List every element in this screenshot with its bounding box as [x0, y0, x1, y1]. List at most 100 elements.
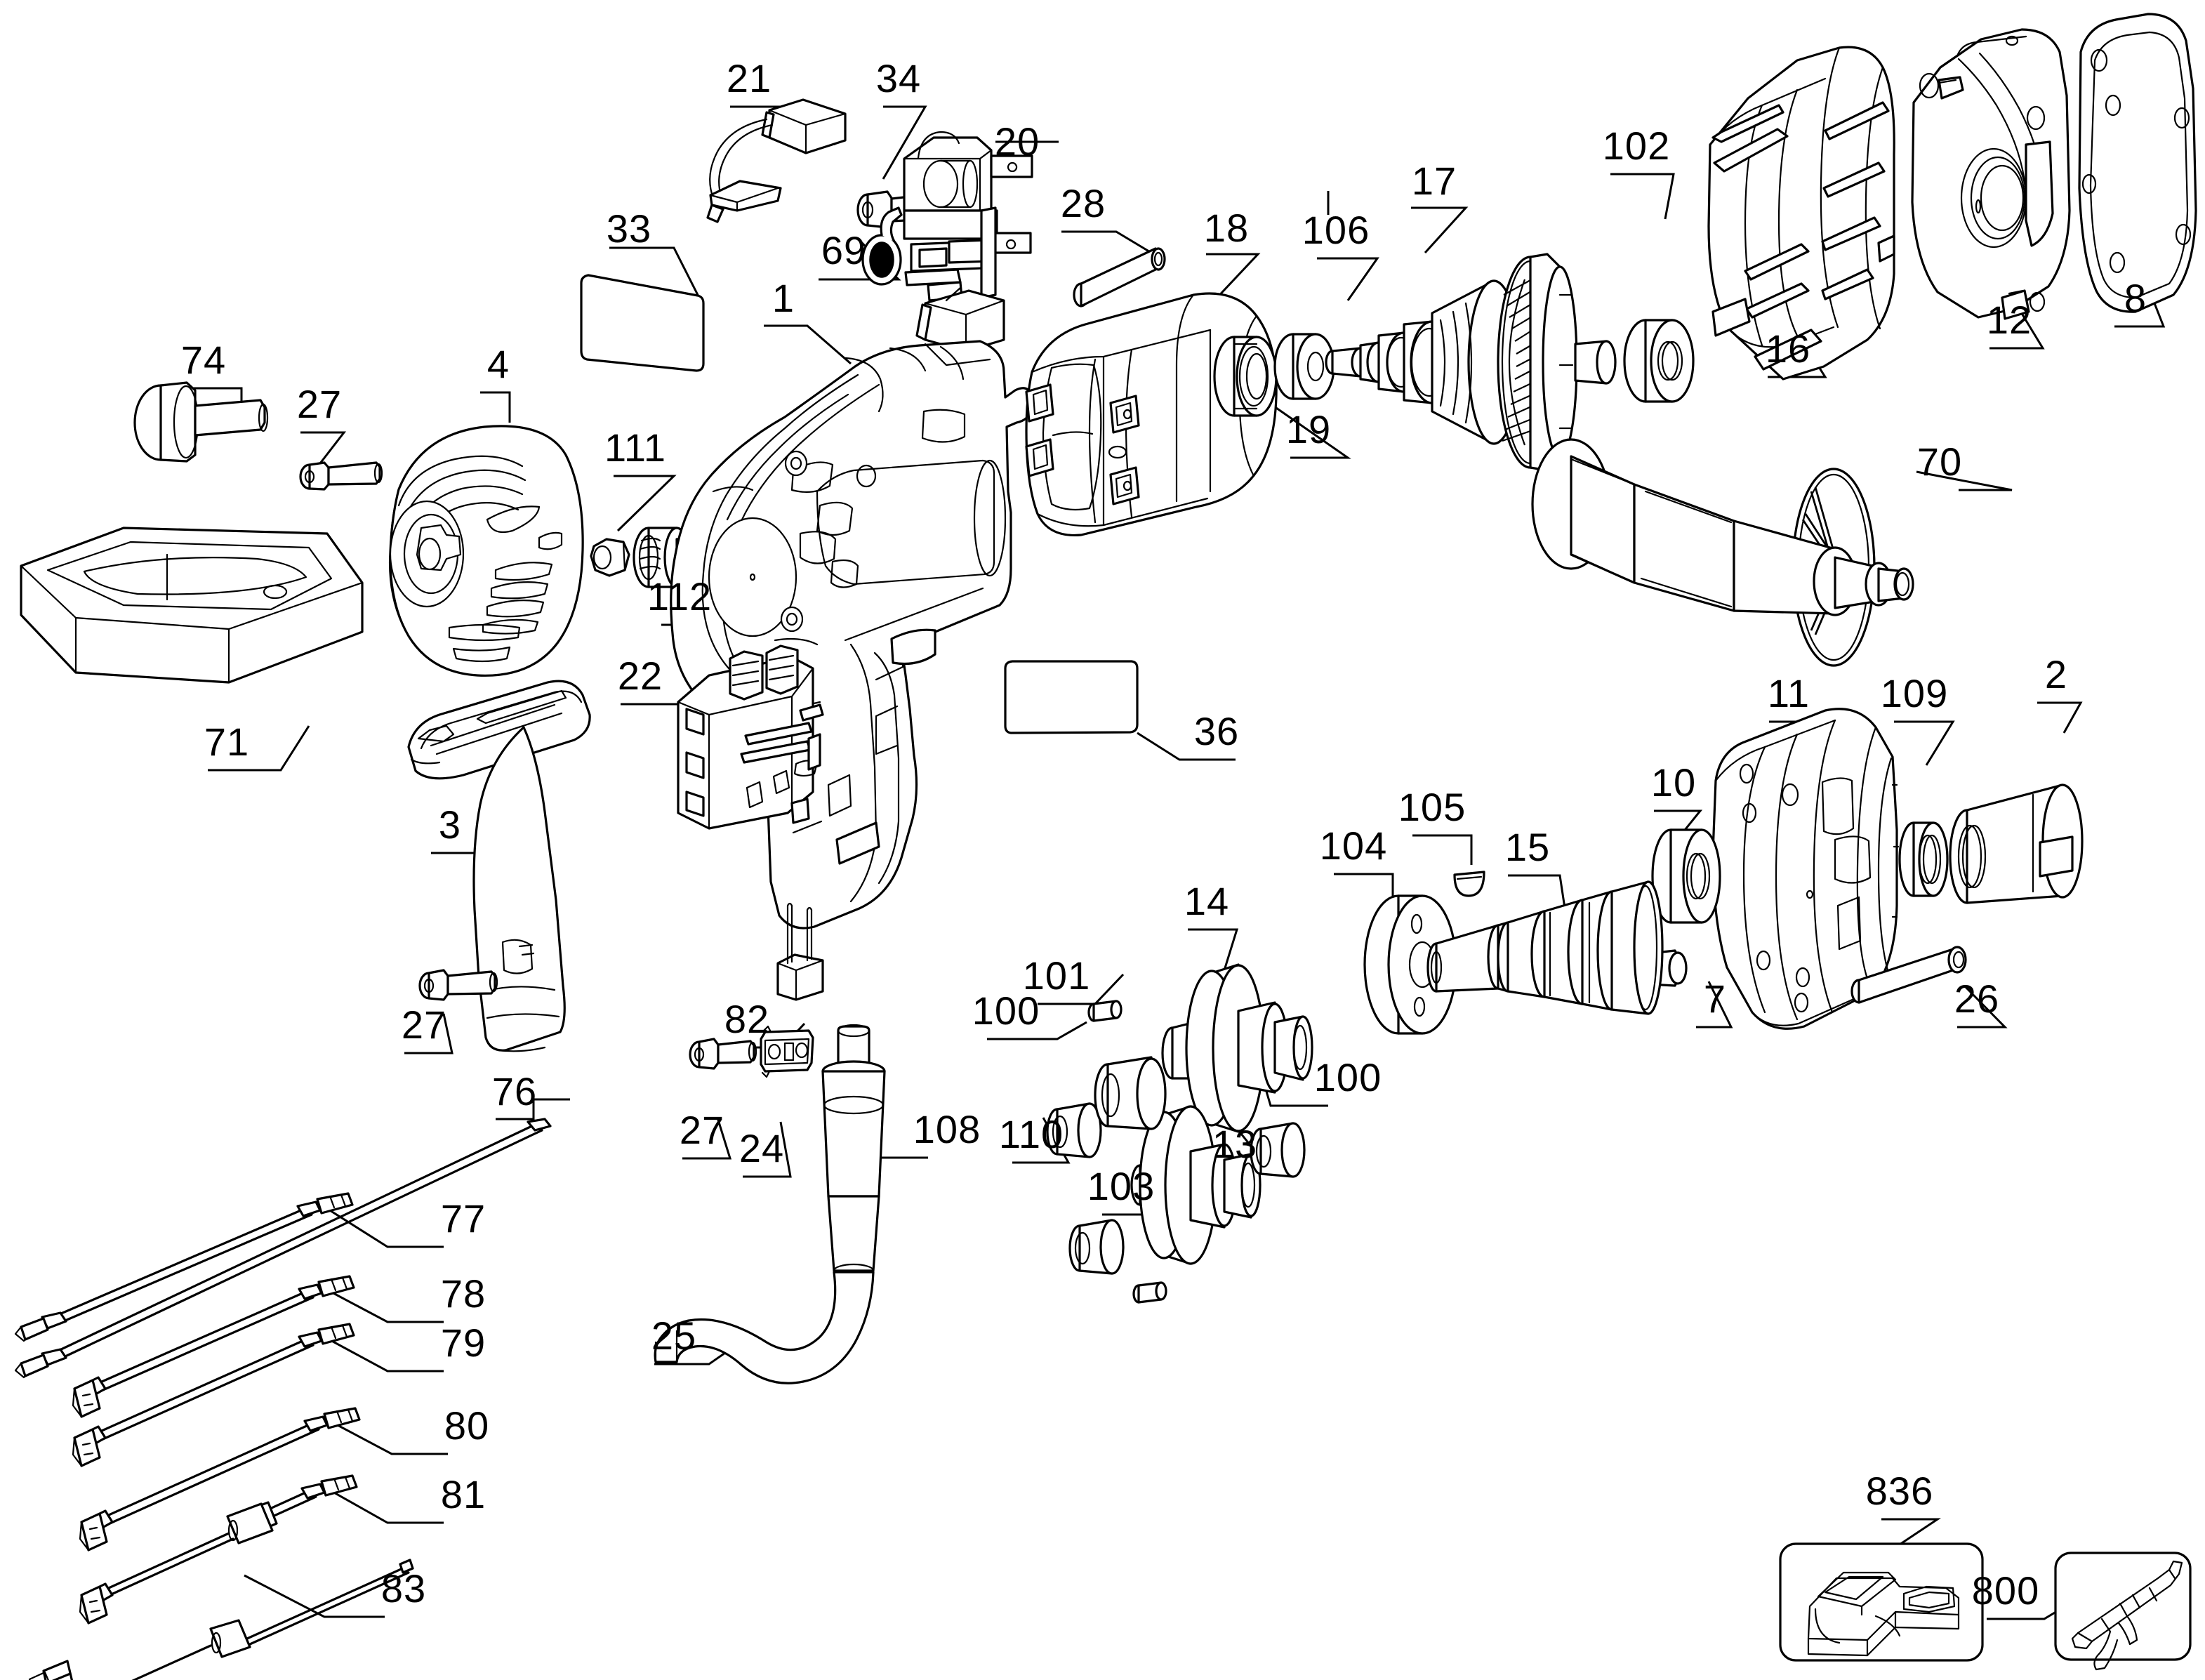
callout-69: 69	[821, 228, 867, 272]
callout-13: 13	[1212, 1122, 1258, 1166]
callout-12: 12	[1986, 298, 2032, 342]
callout-74: 74	[180, 338, 227, 382]
callout-80: 80	[444, 1403, 490, 1448]
part-800-grease-gun-accessory	[2054, 1552, 2192, 1671]
callout-8: 8	[2124, 276, 2147, 320]
callout-27: 27	[401, 1003, 447, 1047]
callout-28: 28	[1060, 181, 1106, 225]
callout-36: 36	[1193, 709, 1240, 753]
callout-19: 19	[1285, 407, 1332, 451]
callout-79: 79	[440, 1321, 486, 1365]
part-74-knob-bolt	[133, 381, 269, 463]
callout-78: 78	[440, 1271, 486, 1316]
callout-1: 1	[772, 276, 795, 320]
part-105-woodruff-key	[1453, 871, 1485, 897]
callout-76: 76	[491, 1069, 538, 1113]
part-27-pan-head-screw-a	[299, 461, 383, 491]
part-102-flat-washer	[1623, 319, 1695, 403]
callout-16: 16	[1765, 326, 1811, 371]
callout-101: 101	[1022, 953, 1091, 998]
callout-102: 102	[1602, 124, 1671, 168]
callout-2: 2	[2044, 652, 2068, 696]
part-106-thrust-washer	[1273, 333, 1335, 400]
callout-21: 21	[726, 56, 772, 100]
part-27-pan-head-screw-c	[689, 1038, 757, 1070]
part-11-gear-case-housing	[1711, 708, 1900, 1030]
callout-71: 71	[204, 720, 250, 764]
lead-wire-group	[14, 1118, 552, 1680]
part-104-flange-disc	[1363, 894, 1457, 1035]
callout-10: 10	[1650, 760, 1697, 805]
part-27-pan-head-screw-b	[418, 969, 498, 1001]
callout-100: 100	[1313, 1055, 1382, 1099]
part-28-long-through-bolt	[1073, 247, 1166, 307]
part-1-motor-housing-clamshell	[670, 340, 1032, 930]
callout-800: 800	[1971, 1568, 2040, 1613]
callout-17: 17	[1411, 159, 1457, 203]
part-82-capacitor-suppressor	[776, 902, 824, 1001]
callout-11: 11	[1767, 671, 1810, 715]
callout-22: 22	[617, 654, 663, 698]
part-12-end-cap-plate	[1911, 28, 2071, 320]
callout-83: 83	[380, 1566, 427, 1610]
part-103-dowel-pin-b	[1087, 1000, 1123, 1022]
callout-110: 110	[998, 1112, 1064, 1156]
part-25-power-cord	[654, 1271, 875, 1384]
callout-18: 18	[1203, 206, 1250, 250]
callout-112: 112	[647, 574, 713, 619]
callout-109: 109	[1880, 671, 1949, 715]
callout-27: 27	[296, 382, 343, 426]
callout-14: 14	[1184, 879, 1230, 923]
part-33-nameplate-label	[580, 274, 705, 372]
part-69-brush-spring-clip	[861, 206, 903, 286]
part-4-rear-motor-cap	[388, 425, 584, 677]
part-22-trigger-switch-module	[677, 644, 824, 830]
callout-81: 81	[440, 1472, 486, 1516]
callout-26: 26	[1954, 977, 2000, 1021]
callout-20: 20	[994, 119, 1040, 164]
callout-25: 25	[651, 1314, 697, 1358]
part-16-fan-baffle-shroud	[1707, 46, 1895, 381]
part-10-bearing-ring	[1651, 828, 1721, 924]
callout-82: 82	[724, 997, 770, 1041]
callout-27: 27	[679, 1108, 725, 1152]
part-20-brush-holder-assembly	[903, 131, 1033, 352]
part-14-hammer-dog-upper	[1161, 963, 1313, 1133]
part-21-carbon-brush-with-lead	[706, 98, 847, 223]
part-2-anvil-socket-sleeve	[1949, 783, 2084, 904]
callout-7: 7	[1703, 977, 1727, 1021]
part-36-warning-label	[1004, 660, 1139, 734]
callout-108: 108	[913, 1107, 981, 1151]
part-71-base-boot-ring	[20, 527, 364, 684]
part-110-roller-bushing	[1068, 1219, 1125, 1275]
callout-24: 24	[739, 1126, 785, 1170]
part-101-spacer-collar	[1094, 1056, 1167, 1130]
callout-3: 3	[438, 802, 462, 847]
callout-70: 70	[1916, 439, 1963, 484]
callout-836: 836	[1865, 1469, 1934, 1513]
callout-103: 103	[1087, 1164, 1156, 1208]
callout-4: 4	[486, 342, 510, 386]
part-70-rotor-fan-shaft	[1531, 438, 1914, 667]
part-100-roller-bushing-b	[1250, 1122, 1306, 1178]
callout-105: 105	[1398, 785, 1466, 829]
part-17-armature-rotor-with-fan	[1325, 253, 1617, 472]
part-111-hex-nut	[590, 538, 630, 577]
part-100-roller-bushing-a	[1046, 1102, 1102, 1158]
part-19-bearing-retainer-ring	[1213, 336, 1278, 417]
callout-100: 100	[972, 988, 1040, 1033]
callout-111: 111	[604, 425, 667, 470]
part-109-o-ring-seal	[1898, 821, 1949, 897]
part-103-dowel-pin	[1132, 1281, 1167, 1304]
callout-33: 33	[606, 206, 652, 251]
part-108-strain-relief-boot	[821, 1024, 886, 1278]
part-26-long-assembly-screw	[1850, 946, 1967, 1004]
part-24-cord-clamp-plate	[760, 1025, 814, 1078]
callout-34: 34	[875, 56, 922, 100]
part-3-handle-grip-cover	[407, 680, 591, 1052]
part-13-hammer-dog-lower	[1130, 1105, 1262, 1265]
callout-15: 15	[1504, 825, 1551, 869]
callout-106: 106	[1302, 208, 1370, 252]
